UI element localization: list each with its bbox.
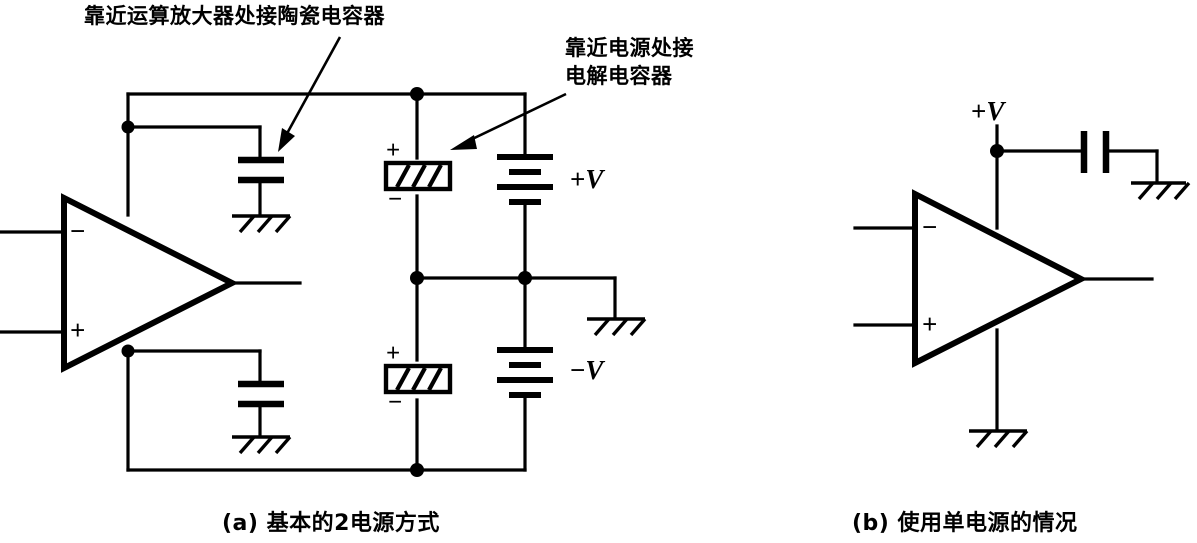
opamp-symbol-a bbox=[61, 193, 239, 373]
battery-negative bbox=[497, 347, 553, 398]
supply-label-negative-a: −V bbox=[570, 355, 603, 386]
annotation-electrolytic-capacitor-line2: 电解电容器 bbox=[565, 64, 673, 88]
opamp-b-inverting-label: − bbox=[922, 212, 938, 242]
electrolytic-cap-top-plus: + bbox=[386, 137, 401, 164]
supply-positive-sign-b: + bbox=[971, 96, 987, 126]
junction-dot-top bbox=[410, 87, 424, 101]
caption-panel-a: (a) 基本的2电源方式 bbox=[222, 511, 440, 536]
ground-supply-mid bbox=[587, 317, 647, 337]
opamp-b-noninverting-label: + bbox=[922, 309, 938, 339]
junction-dot-ceramic-top bbox=[121, 120, 135, 134]
annotation-ceramic-capacitor: 靠近运算放大器处接陶瓷电容器 bbox=[84, 4, 385, 28]
opamp-symbol-b bbox=[912, 189, 1088, 368]
supply-label-positive-a: +V bbox=[570, 164, 603, 195]
supply-label-positive-b: +V bbox=[971, 96, 1004, 127]
supply-positive-value-a: V bbox=[585, 164, 604, 194]
junction-dot-ceramic-bottom bbox=[121, 344, 135, 358]
supply-positive-value-b: V bbox=[986, 96, 1005, 126]
electrolytic-cap-bottom bbox=[383, 363, 453, 395]
battery-positive bbox=[497, 154, 553, 205]
junction-dot-bottom bbox=[410, 463, 424, 477]
junction-dot-mid-left bbox=[410, 271, 424, 285]
ground-ceramic-top bbox=[232, 214, 292, 234]
annotation-arrow-electrolytic bbox=[450, 92, 567, 150]
opamp-a-noninverting-label: + bbox=[70, 315, 86, 345]
ceramic-cap-top bbox=[238, 156, 284, 217]
electrolytic-cap-top bbox=[383, 160, 453, 192]
annotation-electrolytic-capacitor-line1: 靠近电源处接 bbox=[565, 36, 694, 60]
electrolytic-cap-bottom-minus: − bbox=[388, 389, 403, 416]
electrolytic-cap-top-minus: − bbox=[388, 186, 403, 213]
ground-bypass-cap bbox=[1131, 181, 1191, 201]
panel-b-schematic bbox=[853, 124, 1191, 449]
electrolytic-cap-bottom-plus: + bbox=[386, 340, 401, 367]
panel-a-schematic bbox=[0, 36, 647, 477]
supply-negative-sign-a: − bbox=[570, 355, 586, 385]
supply-positive-sign-a: + bbox=[570, 164, 586, 194]
ground-ceramic-bottom bbox=[232, 435, 292, 455]
ceramic-cap-bottom bbox=[238, 380, 284, 438]
caption-panel-b: (b) 使用单电源的情况 bbox=[852, 511, 1078, 536]
bypass-cap bbox=[1080, 131, 1110, 173]
annotation-arrow-ceramic bbox=[278, 36, 342, 152]
supply-negative-value-a: V bbox=[585, 355, 604, 385]
ground-opamp-negative-rail bbox=[969, 429, 1029, 449]
opamp-a-inverting-label: − bbox=[70, 216, 86, 246]
